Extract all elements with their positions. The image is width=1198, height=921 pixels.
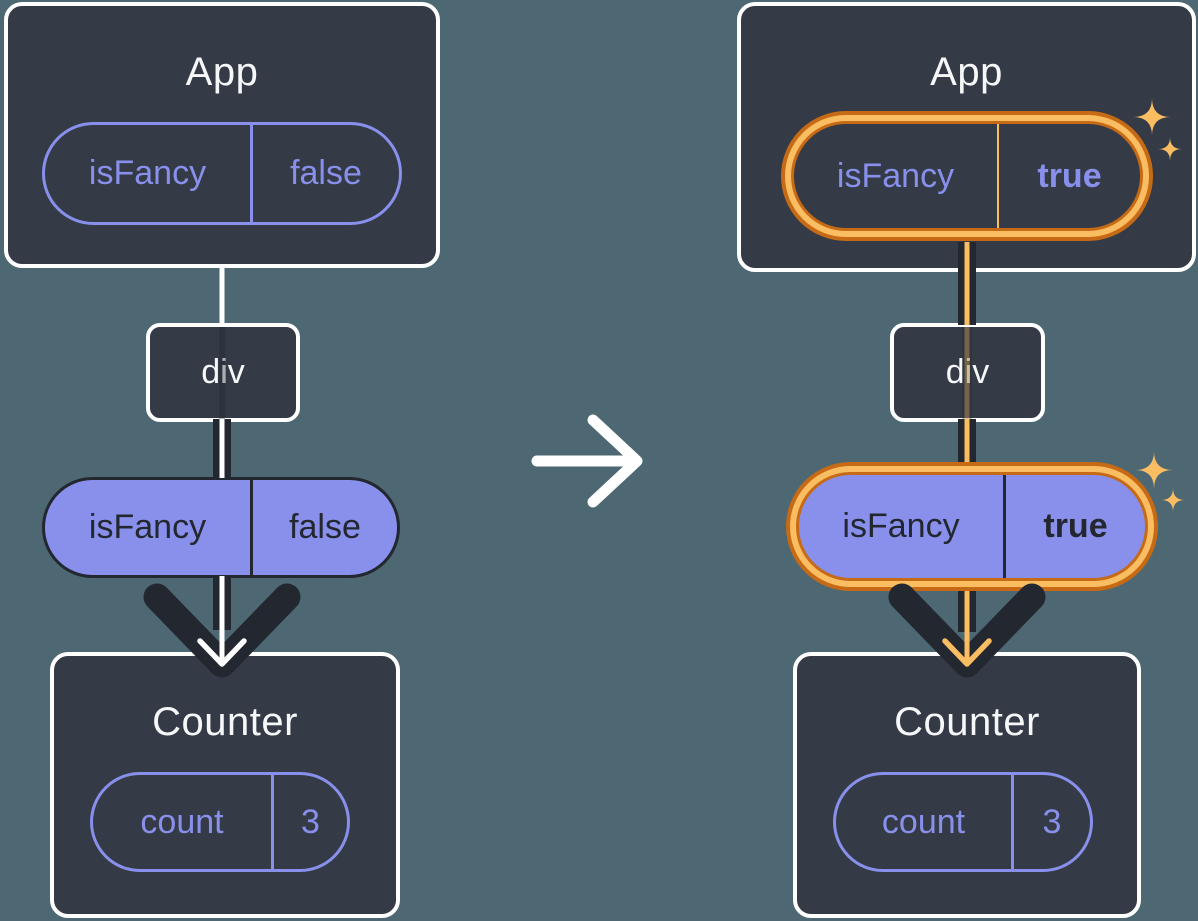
left-div-label: div — [201, 353, 245, 391]
right-app-state-pill: isFancy true — [791, 121, 1143, 231]
left-prop-pill: isFancy false — [42, 477, 400, 578]
right-div-to-prop-connector — [958, 419, 976, 462]
left-counter-state-name: count — [140, 802, 224, 841]
left-app-to-div-connector — [219, 266, 225, 326]
right-counter-state-value: 3 — [1011, 775, 1090, 869]
left-counter-state-pill: count 3 — [90, 772, 350, 872]
right-app-state-value: true — [997, 124, 1140, 228]
right-div-box: div — [890, 323, 1045, 422]
left-prop-to-counter-arrow — [143, 576, 301, 678]
left-div-to-prop-connector — [213, 419, 231, 478]
right-counter-state-pill: count 3 — [833, 772, 1093, 872]
right-counter-title: Counter — [894, 700, 1040, 744]
transition-arrow-icon — [531, 414, 643, 508]
right-prop-highlight-ring: isFancy true — [786, 462, 1158, 591]
left-app-state-value: false — [250, 125, 399, 222]
right-counter-state-name: count — [881, 802, 966, 841]
right-prop-value: true — [1003, 475, 1145, 578]
right-prop-pill: isFancy true — [796, 472, 1148, 581]
left-prop-name: isFancy — [88, 508, 207, 546]
left-counter-title: Counter — [152, 700, 298, 744]
left-div-box: div — [146, 323, 300, 422]
left-app-state-pill: isFancy false — [42, 122, 402, 225]
right-app-title: App — [930, 50, 1003, 94]
right-app-state-name: isFancy — [836, 156, 955, 195]
left-prop-value: false — [250, 480, 397, 575]
right-app-state-highlight-ring: isFancy true — [781, 111, 1153, 241]
left-counter-state-value: 3 — [271, 775, 347, 869]
right-prop-name: isFancy — [842, 507, 960, 545]
left-app-title: App — [185, 50, 259, 94]
left-app-state-name: isFancy — [88, 154, 207, 192]
right-div-label: div — [945, 353, 990, 391]
